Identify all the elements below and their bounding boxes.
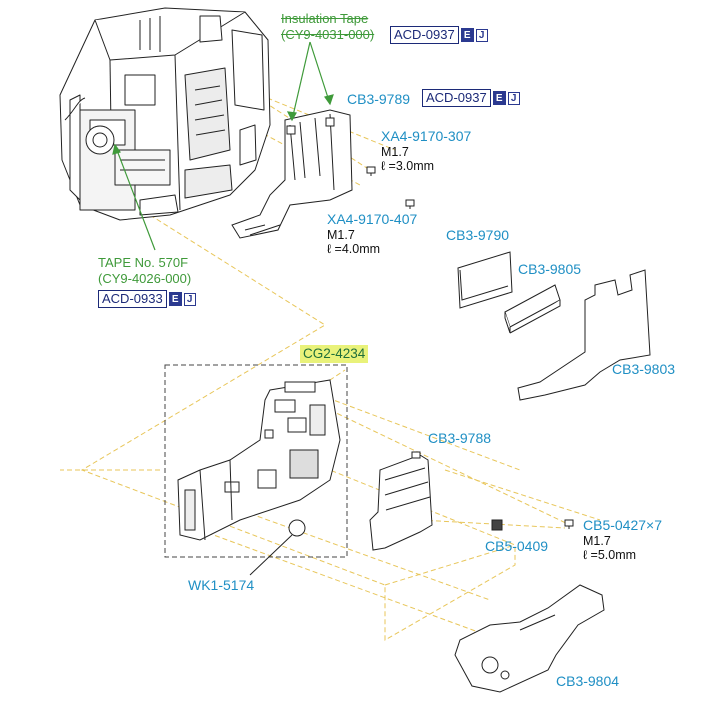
spec-size: M1.7: [583, 534, 611, 548]
bracket-cb3-9788: [369, 451, 433, 551]
spec-size: M1.7: [327, 228, 355, 242]
spec-size: M1.7: [381, 145, 409, 159]
pad-cb3-9790: [457, 251, 513, 309]
screw-xa4-9170-307: [366, 166, 376, 176]
tape-570f-partno: (CY9-4026-000): [98, 270, 192, 286]
label-xa4-9170-307: XA4-9170-307: [381, 128, 472, 144]
screw-cb5-0427: [564, 519, 574, 529]
tape-570f-name: TAPE No. 570F: [98, 255, 189, 270]
english-manual-icon[interactable]: E: [460, 28, 474, 42]
spec-xa4-9170-307: M1.7 ℓ =3.0mm: [381, 145, 434, 174]
japanese-manual-icon[interactable]: J: [475, 28, 488, 42]
label-cb3-9805: CB3-9805: [518, 261, 582, 277]
acd-badge-tape-570f[interactable]: ACD-0933 E J: [98, 290, 196, 308]
screw-xa4-9170-407: [405, 199, 415, 209]
spec-xa4-9170-407: M1.7 ℓ =4.0mm: [327, 228, 380, 257]
acd-code: ACD-0937: [390, 26, 459, 44]
plate-cb3-9789: [231, 109, 353, 239]
label-cb3-9804: CB3-9804: [556, 673, 620, 689]
label-cb3-9789: CB3-9789: [347, 91, 411, 107]
camera-body-illustration: [59, 7, 271, 221]
label-xa4-9170-407: XA4-9170-407: [327, 211, 418, 227]
label-cb5-0409: CB5-0409: [485, 538, 549, 554]
insulation-tape-name: Insulation Tape: [281, 11, 369, 26]
japanese-manual-icon[interactable]: J: [507, 91, 520, 105]
english-manual-icon[interactable]: E: [492, 91, 506, 105]
part-cb5-0409: [491, 519, 503, 531]
board-assembly-boundary: [164, 364, 348, 558]
label-wk1-5174: WK1-5174: [188, 577, 255, 593]
label-cb5-0427: CB5-0427×7: [583, 517, 663, 533]
acd-badge-insulation-tape[interactable]: ACD-0937 E J: [390, 26, 488, 44]
acd-code: ACD-0937: [422, 89, 491, 107]
label-cb3-9790: CB3-9790: [446, 227, 510, 243]
main-board-cg2-4234: [177, 379, 341, 541]
english-manual-icon[interactable]: E: [168, 292, 182, 306]
pad-cb3-9805: [504, 284, 561, 334]
label-cb3-9788: CB3-9788: [428, 430, 492, 446]
wk1-5174-leader-line: [249, 534, 293, 576]
japanese-manual-icon[interactable]: J: [183, 292, 196, 306]
label-cb3-9803: CB3-9803: [612, 361, 676, 377]
tape-570f-label: TAPE No. 570F (CY9-4026-000): [98, 255, 191, 286]
label-cg2-4234: CG2-4234: [300, 345, 369, 363]
acd-code: ACD-0933: [98, 290, 167, 308]
sheet-cb3-9804: [454, 584, 605, 693]
insulation-tape-label: Insulation Tape (CY9-4031-000): [281, 11, 374, 42]
acd-badge-cb3-9789[interactable]: ACD-0937 E J: [422, 89, 520, 107]
tape-leader-lines: [112, 41, 334, 251]
sheet-cb3-9803: [517, 269, 651, 401]
spec-length: ℓ =3.0mm: [381, 159, 435, 174]
spec-length: ℓ =5.0mm: [583, 548, 637, 563]
spec-cb5-0427: M1.7 ℓ =5.0mm: [583, 534, 636, 563]
spec-length: ℓ =4.0mm: [327, 242, 381, 257]
insulation-tape-partno: (CY9-4031-000): [281, 26, 375, 42]
